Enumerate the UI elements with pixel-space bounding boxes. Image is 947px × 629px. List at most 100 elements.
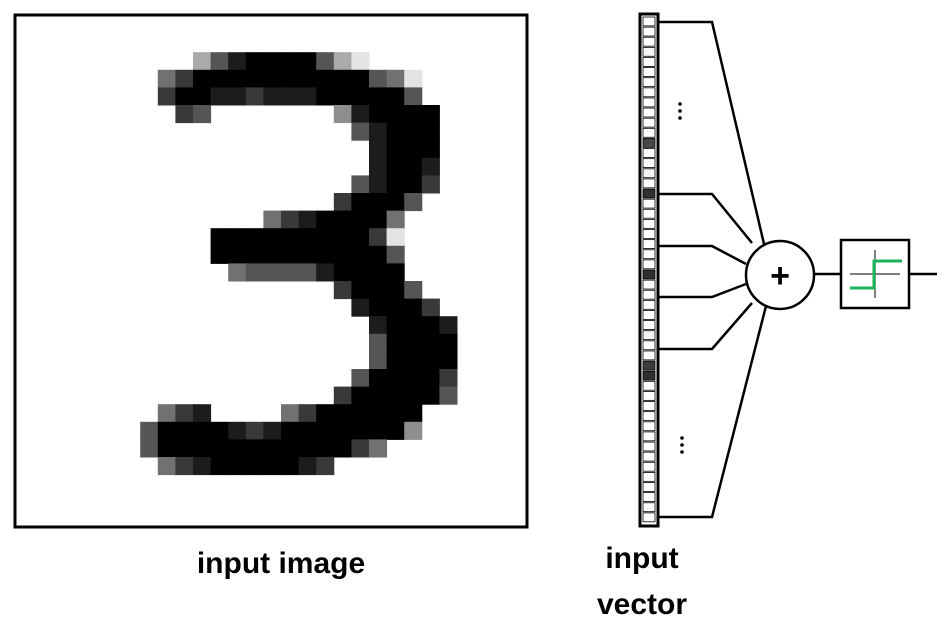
digit-pixel bbox=[351, 175, 370, 194]
digit-pixel bbox=[333, 245, 352, 264]
digit-pixel bbox=[298, 457, 317, 476]
digit-pixel bbox=[386, 333, 405, 352]
digit-pixel bbox=[298, 87, 317, 106]
digit-pixel bbox=[351, 69, 370, 88]
digit-pixel bbox=[316, 69, 335, 88]
input-vector-cell bbox=[642, 350, 656, 361]
digit-pixel bbox=[386, 281, 405, 300]
digit-pixel bbox=[333, 386, 352, 405]
digit-pixel bbox=[281, 228, 300, 247]
input-vector-cell bbox=[642, 289, 656, 300]
input-vector-cell bbox=[642, 401, 656, 411]
input-vector-cell bbox=[642, 441, 656, 452]
digit-pixel bbox=[369, 245, 388, 264]
digit-pixel bbox=[316, 245, 335, 264]
digit-pixel bbox=[421, 140, 440, 159]
digit-pixel bbox=[369, 263, 388, 282]
digit-pixel bbox=[386, 210, 405, 229]
digit-pixel bbox=[404, 281, 423, 300]
digit-pixel bbox=[386, 351, 405, 370]
digit-pixel bbox=[175, 421, 194, 440]
input-vector-cell bbox=[642, 178, 656, 189]
digit-pixel bbox=[298, 210, 317, 229]
digit-pixel bbox=[228, 263, 247, 282]
digit-pixel bbox=[193, 105, 212, 124]
digit-pixel bbox=[333, 87, 352, 106]
digit-pixel bbox=[439, 316, 458, 335]
digit-pixel bbox=[404, 122, 423, 141]
digit-pixel bbox=[245, 52, 264, 71]
connection-line-top bbox=[658, 20, 766, 245]
digit-pixel bbox=[351, 210, 370, 229]
digit-pixel bbox=[281, 210, 300, 229]
digit-pixel bbox=[263, 245, 282, 264]
digit-pixel bbox=[175, 457, 194, 476]
digit-pixel bbox=[439, 369, 458, 388]
digit-pixel bbox=[316, 52, 335, 71]
digit-pixel bbox=[369, 439, 388, 458]
digit-pixel bbox=[210, 421, 229, 440]
input-vector-cell bbox=[642, 87, 656, 98]
digit-pixel bbox=[281, 439, 300, 458]
digit-pixel bbox=[263, 457, 282, 476]
input-vector-cell bbox=[642, 370, 656, 381]
input-vector-cell bbox=[642, 269, 656, 280]
digit-pixel bbox=[210, 245, 229, 264]
digit-pixel bbox=[421, 351, 440, 370]
input-vector-cell bbox=[642, 26, 656, 37]
digit-pixel bbox=[245, 69, 264, 88]
digit-pixel bbox=[245, 421, 264, 440]
digit-pixel bbox=[281, 69, 300, 88]
digit-pixel bbox=[245, 87, 264, 106]
digit-pixel bbox=[316, 404, 335, 423]
digit-pixel bbox=[157, 87, 176, 106]
connection-line-2 bbox=[658, 192, 753, 244]
digit-pixel bbox=[157, 421, 176, 440]
digit-pixel bbox=[386, 404, 405, 423]
digit-pixel bbox=[263, 228, 282, 247]
digit-pixel bbox=[193, 69, 212, 88]
digit-pixel bbox=[210, 439, 229, 458]
digit-pixel bbox=[351, 421, 370, 440]
digit-pixel bbox=[386, 87, 405, 106]
digit-pixel bbox=[351, 369, 370, 388]
digit-pixel bbox=[386, 228, 405, 247]
digit-pixel bbox=[369, 157, 388, 176]
digit-pixel bbox=[316, 439, 335, 458]
digit-pixel bbox=[404, 386, 423, 405]
digit-pixel bbox=[281, 245, 300, 264]
digit-pixel bbox=[421, 298, 440, 317]
digit-pixel bbox=[351, 193, 370, 212]
digit-pixel bbox=[439, 386, 458, 405]
input-vector-cell bbox=[642, 310, 656, 320]
digit-pixel bbox=[439, 351, 458, 370]
digit-pixel bbox=[386, 193, 405, 212]
digit-pixel bbox=[351, 386, 370, 405]
digit-pixel bbox=[245, 228, 264, 247]
digit-pixel bbox=[333, 52, 352, 71]
digit-pixel bbox=[333, 404, 352, 423]
input-vector-cell bbox=[642, 461, 656, 472]
ellipsis-top bbox=[678, 102, 682, 120]
digit-pixel bbox=[351, 263, 370, 282]
digit-pixel bbox=[369, 369, 388, 388]
digit-pixel bbox=[351, 228, 370, 247]
connection-line-5 bbox=[658, 302, 753, 351]
input-vector-cell bbox=[642, 492, 656, 502]
digit-pixel bbox=[157, 457, 176, 476]
input-vector-cell bbox=[642, 299, 656, 310]
digit-pixel bbox=[298, 404, 317, 423]
digit-pixel bbox=[228, 439, 247, 458]
digit-pixel bbox=[193, 421, 212, 440]
digit-pixel bbox=[351, 52, 370, 71]
input-vector-cell bbox=[642, 16, 656, 27]
digit-pixel bbox=[421, 386, 440, 405]
digit-pixel bbox=[351, 281, 370, 300]
digit-pixel bbox=[333, 281, 352, 300]
input-vector-cell bbox=[642, 168, 656, 179]
digit-pixel bbox=[175, 404, 194, 423]
digit-pixel bbox=[157, 69, 176, 88]
digit-pixel bbox=[140, 421, 159, 440]
input-vector-cell bbox=[642, 77, 656, 88]
input-vector-caption-line2: vector bbox=[597, 588, 687, 621]
